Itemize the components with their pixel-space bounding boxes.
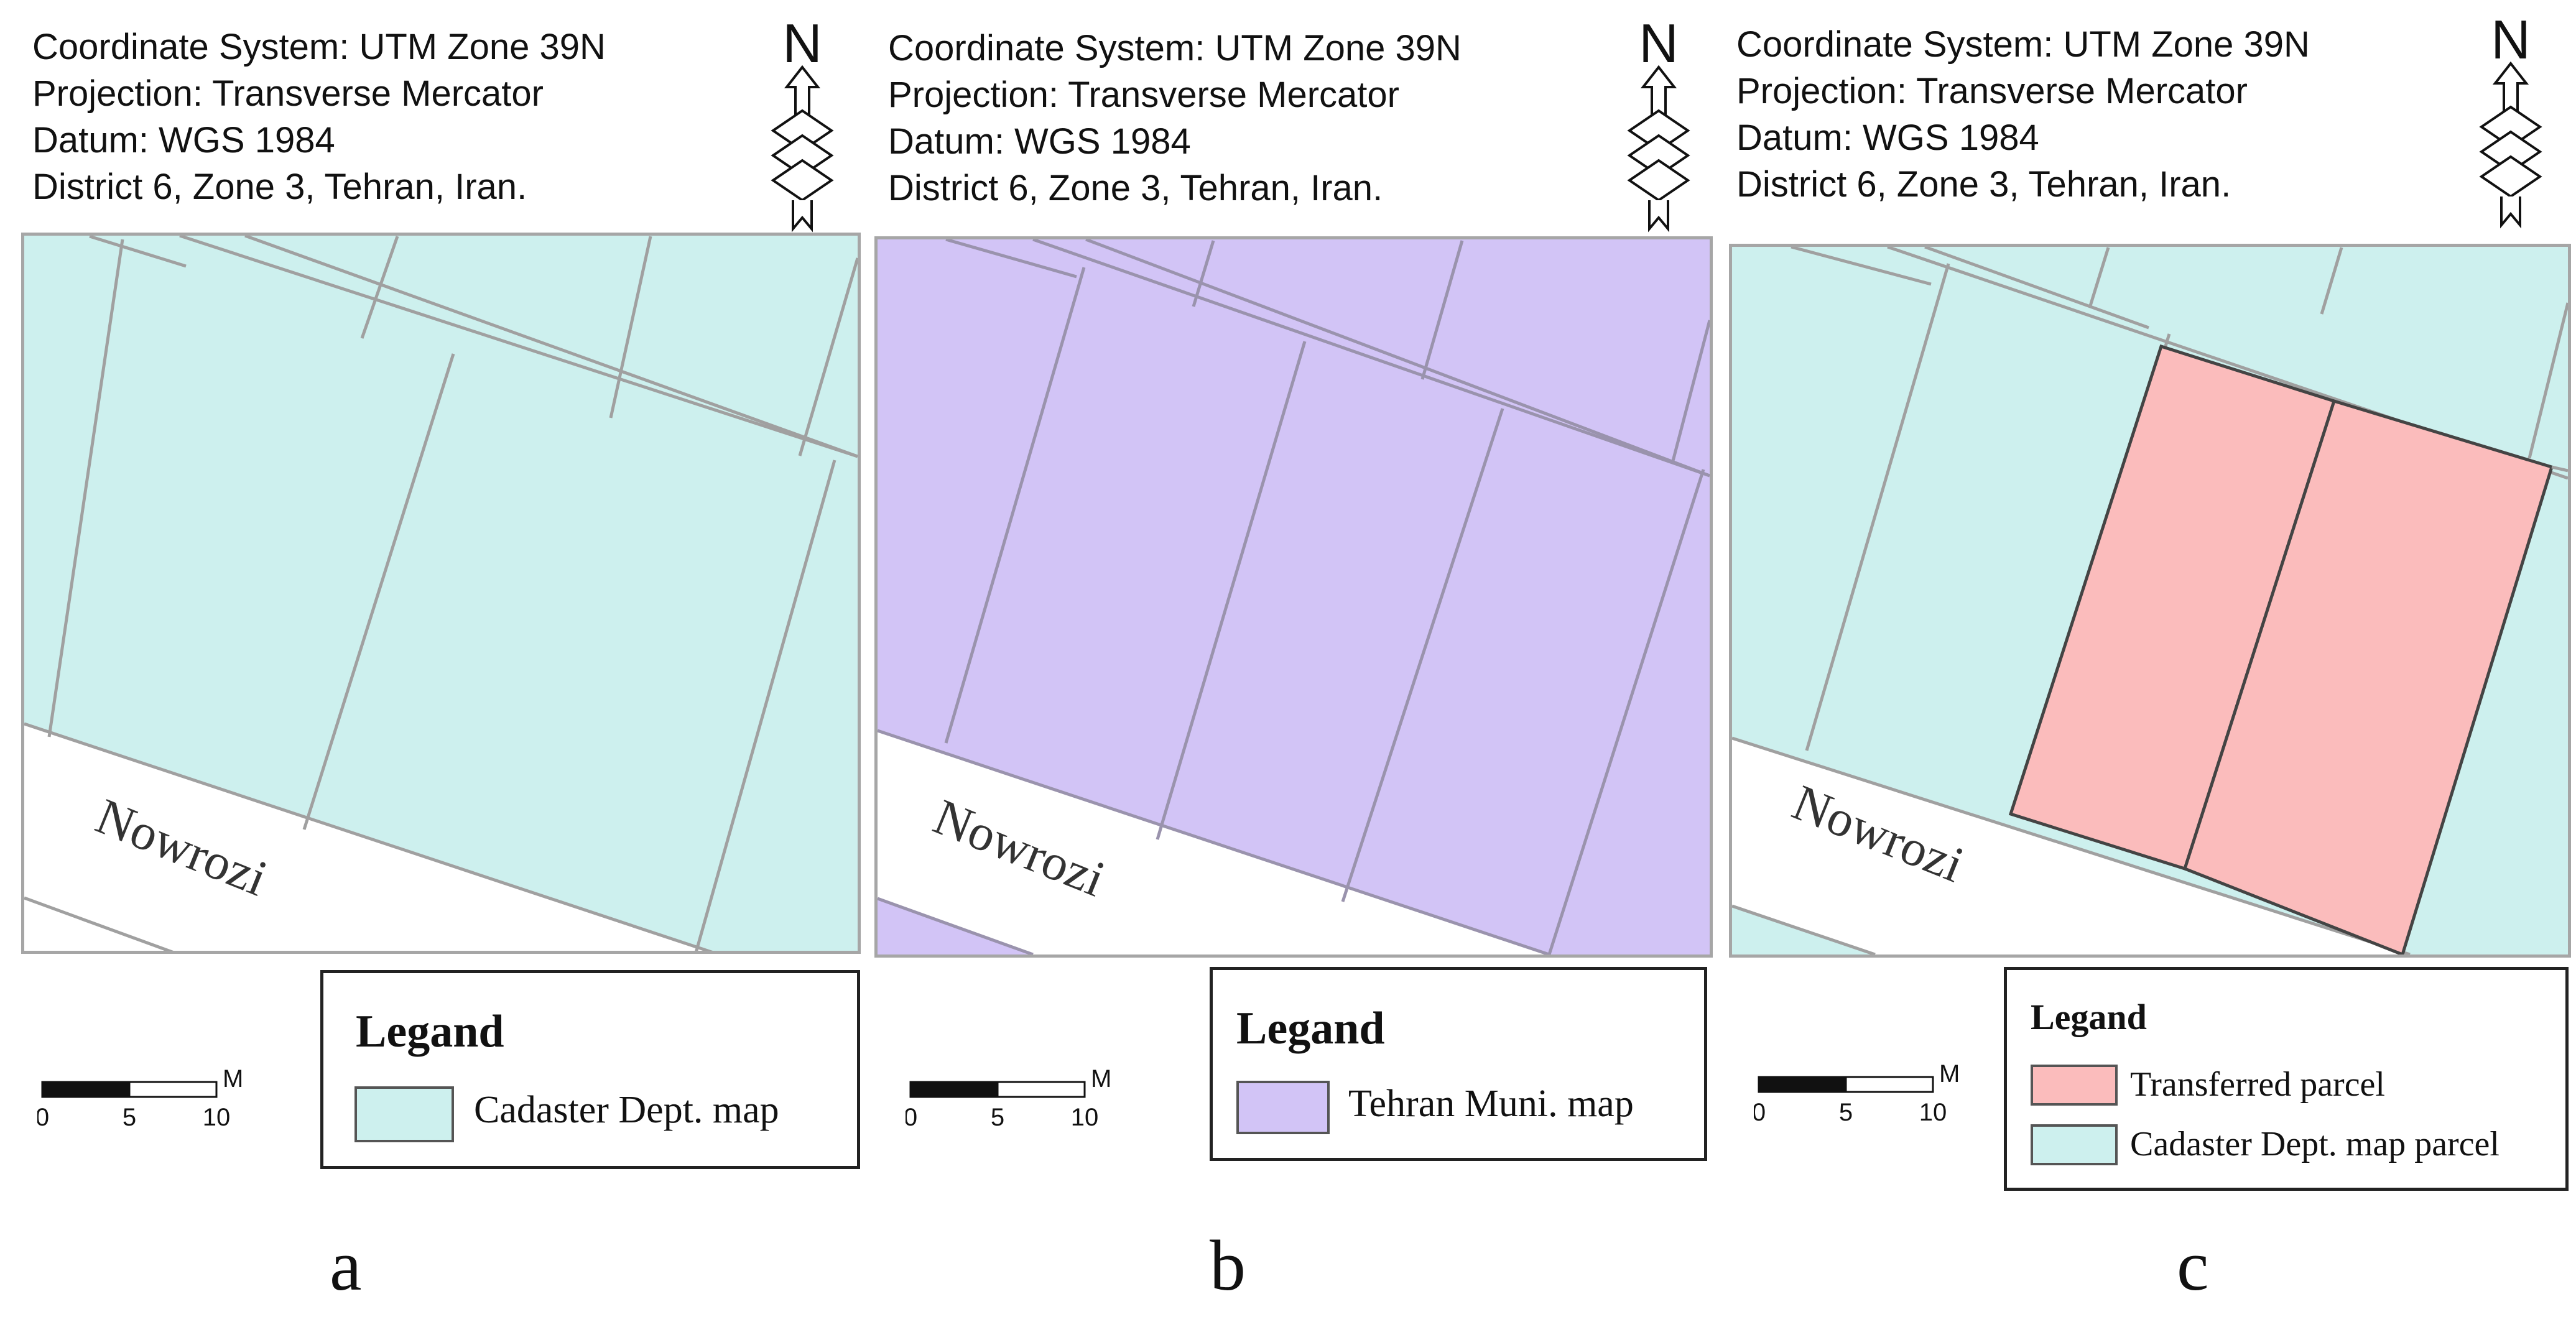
legend-title: Legand [356,1006,504,1057]
map-frame-cadaster[interactable]: Nowrozi [21,233,861,954]
scale-bar: M 0 5 10 [906,1068,1111,1131]
panel-a: Coordinate System: UTM Zone 39N Projecti… [0,0,864,1322]
projection-text: Projection: Transverse Mercator [1736,71,2248,111]
district-text: District 6, Zone 3, Tehran, Iran. [888,168,1383,208]
coordinate-system-text: Coordinate System: UTM Zone 39N [32,27,606,67]
legend-swatch-cadaster [354,1086,454,1142]
scale-tick-10: 10 [1071,1104,1099,1131]
legend-box: Legand Transferred parcel Cadaster Dept.… [2004,967,2569,1191]
map-frame-municipality[interactable]: Nowrozi [874,236,1713,958]
north-label: N [782,17,822,74]
transferred-parcel-right [2182,399,2554,955]
projection-text: Projection: Transverse Mercator [32,73,544,114]
legend-swatch-transferred [2031,1065,2118,1106]
map-metadata: Coordinate System: UTM Zone 39N Projecti… [32,24,606,210]
panel-b: Coordinate System: UTM Zone 39N Projecti… [864,0,1723,1322]
legend-box: Legand Cadaster Dept. map [320,970,860,1169]
north-arrow-icon: N [2479,14,2542,229]
legend-label-cadaster: Cadaster Dept. map [474,1089,779,1131]
map-metadata: Coordinate System: UTM Zone 39N Projecti… [1736,21,2310,208]
scale-unit: M [1939,1063,1960,1088]
north-arrow-icon: N [1627,17,1690,233]
legend-title: Legand [2031,997,2147,1037]
legend-swatch-municipality [1236,1081,1330,1134]
datum-text: Datum: WGS 1984 [1736,118,2039,158]
district-text: District 6, Zone 3, Tehran, Iran. [1736,164,2231,205]
scale-tick-0: 0 [1754,1099,1766,1126]
scale-unit: M [223,1068,243,1093]
panel-label-c: c [2177,1226,2209,1306]
panel-c: Coordinate System: UTM Zone 39N Projecti… [1723,0,2576,1322]
scale-tick-10: 10 [203,1104,231,1131]
scale-tick-5: 5 [1839,1099,1853,1126]
scale-tick-5: 5 [991,1104,1004,1131]
legend-title: Legand [1236,1003,1385,1054]
north-label: N [1639,17,1679,74]
panel-label-a: a [330,1226,362,1306]
scale-unit: M [1091,1068,1111,1093]
legend-label-cadaster: Cadaster Dept. map parcel [2130,1125,2500,1163]
scale-tick-0: 0 [37,1104,49,1131]
coordinate-system-text: Coordinate System: UTM Zone 39N [1736,24,2310,65]
scale-bar: M 0 5 10 [1754,1063,1960,1126]
north-arrow-icon: N [771,17,834,233]
legend-swatch-cadaster [2031,1124,2118,1165]
projection-text: Projection: Transverse Mercator [888,75,1399,115]
panel-label-b: b [1210,1226,1246,1306]
scale-tick-0: 0 [906,1104,917,1131]
scale-tick-10: 10 [1919,1099,1947,1126]
datum-text: Datum: WGS 1984 [888,121,1191,162]
legend-box: Legand Tehran Muni. map [1210,967,1707,1161]
datum-text: Datum: WGS 1984 [32,120,335,160]
legend-label-municipality: Tehran Muni. map [1348,1083,1634,1125]
coordinate-system-text: Coordinate System: UTM Zone 39N [888,28,1462,68]
map-metadata: Coordinate System: UTM Zone 39N Projecti… [888,25,1462,211]
legend-label-transferred: Transferred parcel [2130,1065,2385,1104]
north-label: N [2491,14,2531,70]
scale-tick-5: 5 [123,1104,136,1131]
map-frame-transfer[interactable]: Nowrozi [1729,244,2571,958]
scale-bar: M 0 5 10 [37,1068,243,1131]
district-text: District 6, Zone 3, Tehran, Iran. [32,167,527,207]
